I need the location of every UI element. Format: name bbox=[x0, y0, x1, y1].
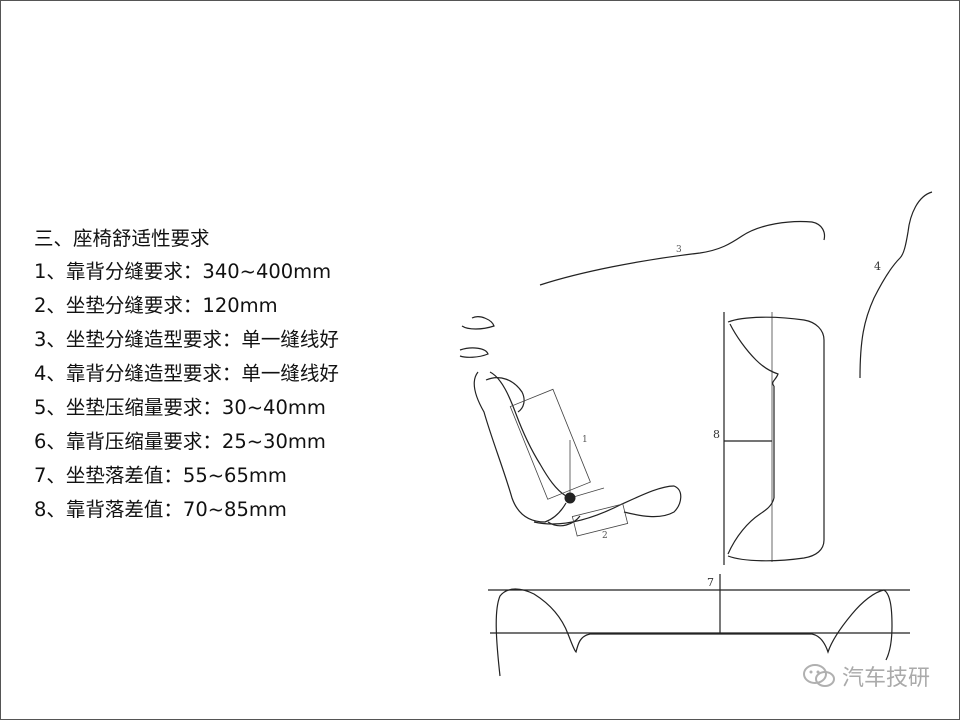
wechat-icon bbox=[802, 664, 835, 687]
backrest-top-contour bbox=[729, 323, 779, 387]
seat-side-profile: 1 2 bbox=[459, 316, 682, 541]
watermark: 汽车技研 bbox=[802, 660, 930, 692]
backrest-front-view: 8 bbox=[713, 312, 825, 565]
backrest-rear-curve bbox=[485, 377, 525, 413]
requirements-list: 三、座椅舒适性要求 1、靠背分缝要求：340~400mm 2、坐垫分缝要求：12… bbox=[34, 222, 339, 527]
seam-curve-3 bbox=[539, 220, 826, 286]
section-title: 三、座椅舒适性要求 bbox=[34, 227, 210, 250]
cushion-section-outline bbox=[495, 588, 893, 677]
cushion-cross-section: 7 bbox=[488, 574, 910, 677]
backrest-profile-outline bbox=[473, 371, 567, 523]
backrest-seam-curve: 3 bbox=[539, 220, 826, 286]
backrest-measure-box bbox=[509, 388, 591, 500]
h-point-marker bbox=[564, 492, 576, 504]
backrest-inner-outline bbox=[489, 371, 567, 497]
requirement-item-1: 1、靠背分缝要求：340~400mm bbox=[34, 260, 332, 283]
backrest-bottom-contour bbox=[727, 497, 775, 555]
watermark-text: 汽车技研 bbox=[841, 666, 930, 691]
requirement-item-6: 6、靠背压缩量要求：25~30mm bbox=[34, 430, 326, 453]
label-7: 7 bbox=[707, 576, 714, 589]
label-4: 4 bbox=[874, 260, 881, 273]
cushion-front-outline bbox=[547, 515, 581, 527]
cushion-measure-box bbox=[571, 503, 629, 537]
requirement-item-2: 2、坐垫分缝要求：120mm bbox=[34, 294, 278, 317]
label-2: 2 bbox=[602, 531, 608, 541]
requirement-item-3: 3、坐垫分缝造型要求：单一缝线好 bbox=[34, 328, 339, 351]
cushion-outline bbox=[533, 485, 682, 525]
side-profile-curve: 4 bbox=[859, 191, 933, 379]
requirement-item-7: 7、坐垫落差值：55~65mm bbox=[34, 464, 287, 487]
headrest-lower-outline bbox=[459, 347, 489, 358]
profile-curve-4 bbox=[859, 191, 933, 379]
backrest-front-outline bbox=[727, 316, 825, 562]
label-3: 3 bbox=[676, 245, 682, 255]
label-8: 8 bbox=[713, 428, 720, 441]
headrest-outline bbox=[461, 316, 495, 330]
requirement-item-4: 4、靠背分缝造型要求：单一缝线好 bbox=[34, 362, 339, 385]
requirement-item-5: 5、坐垫压缩量要求：30~40mm bbox=[34, 396, 326, 419]
requirement-item-8: 8、靠背落差值：70~85mm bbox=[34, 498, 287, 521]
h-point-diagonal-line bbox=[569, 487, 605, 499]
label-1: 1 bbox=[582, 435, 588, 445]
